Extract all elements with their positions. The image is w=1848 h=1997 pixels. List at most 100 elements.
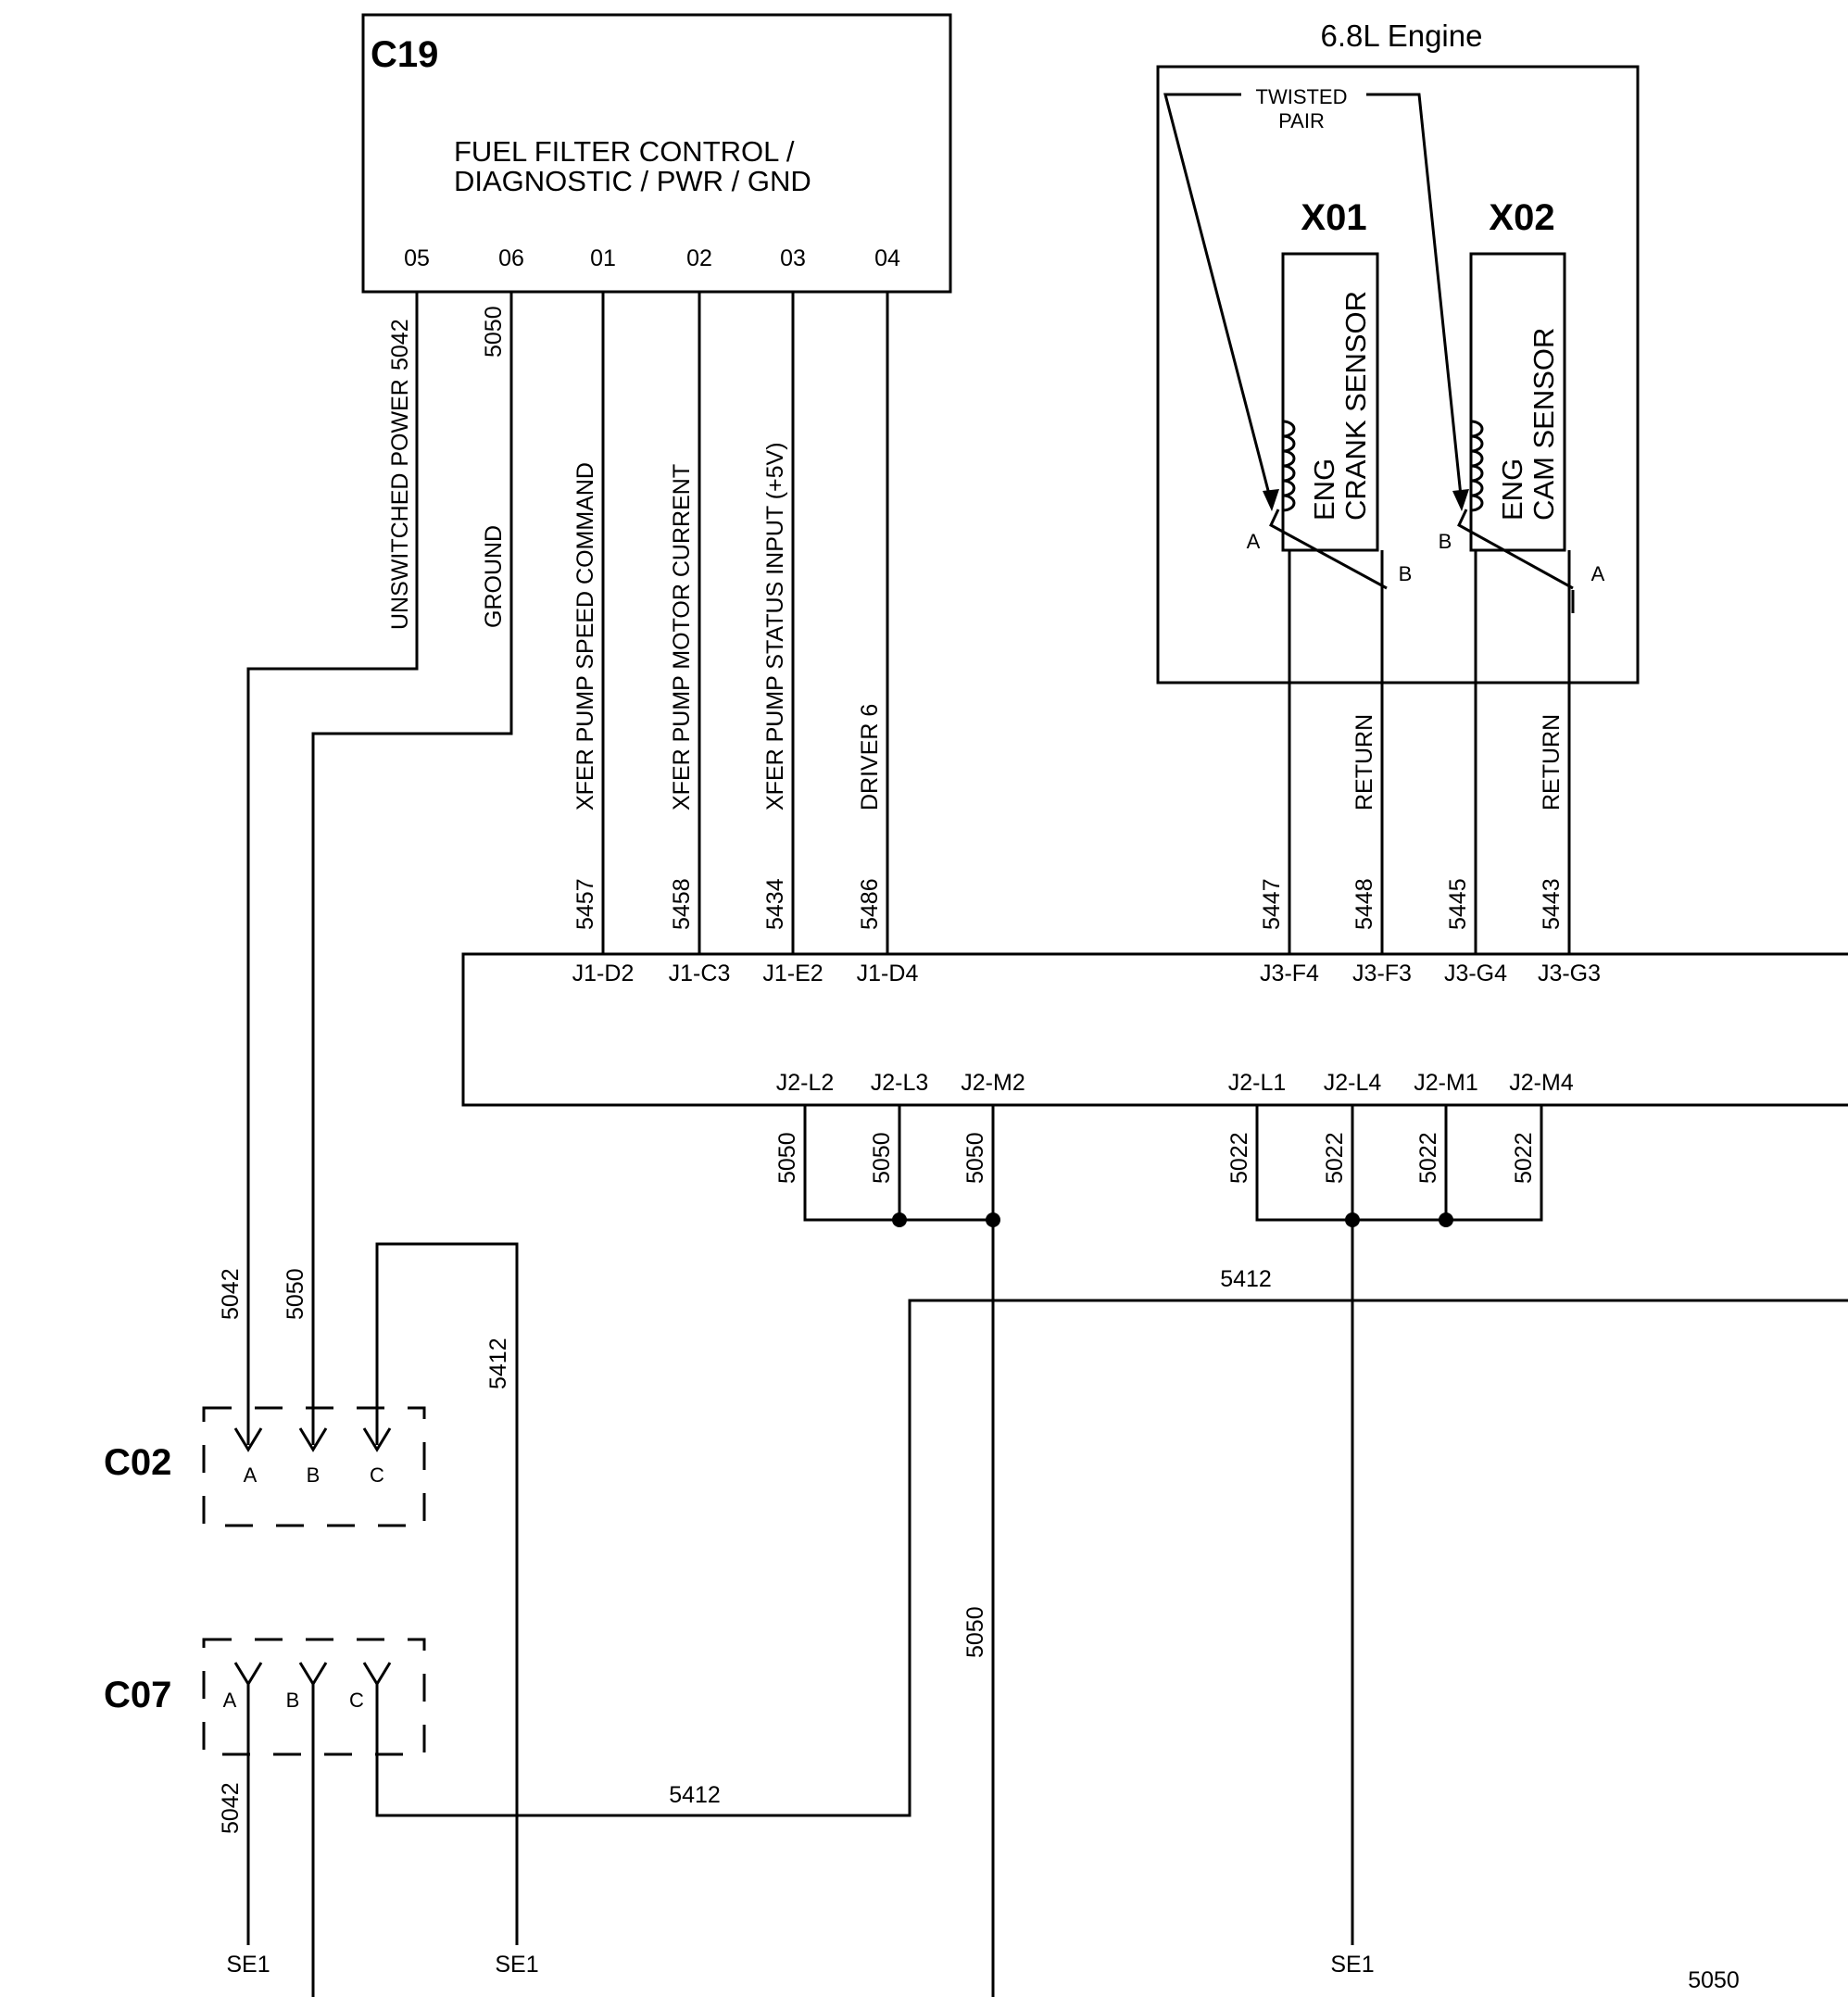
- splice-dot: [986, 1212, 1000, 1227]
- xfer-pump-motor-current-label: XFER PUMP MOTOR CURRENT: [669, 464, 695, 810]
- c19-pin-03: 03: [780, 245, 806, 271]
- c19-pin-06: 06: [498, 245, 524, 271]
- c02-pin-a-label: A: [244, 1463, 258, 1487]
- pin-j2-l4: J2-L4: [1324, 1070, 1382, 1096]
- c19-pin-01: 01: [590, 245, 616, 271]
- c07-pin-a-icon: [233, 1662, 263, 1754]
- circuit-label: 5042: [218, 1782, 244, 1834]
- pin-j1-c3: J1-C3: [669, 961, 731, 986]
- x02-term-b: B: [1439, 530, 1452, 553]
- circuit-5447-label: 5447: [1259, 878, 1285, 930]
- circuit-5486-label: 5486: [857, 878, 883, 930]
- pin-j2-m4: J2-M4: [1509, 1070, 1574, 1096]
- engine-box: [1156, 65, 1640, 685]
- circuit-label: 5022: [1415, 1132, 1441, 1184]
- c19-module-box: [361, 13, 952, 294]
- circuit-label: 5050: [869, 1132, 895, 1184]
- circuit-5042-label: 5042: [387, 319, 413, 371]
- pin-j3-f3: J3-F3: [1352, 961, 1412, 986]
- circuit-5448-label: 5448: [1351, 878, 1377, 930]
- circuit-5434-label: 5434: [762, 878, 788, 930]
- c07-pin-a-label: A: [223, 1689, 237, 1712]
- x02-coil-icon: [1470, 420, 1484, 512]
- circuit-label: 5412: [485, 1338, 511, 1389]
- wire-5412-c02-c: [375, 1242, 519, 1945]
- c19-id: C19: [371, 34, 438, 75]
- controller-body: [461, 952, 1848, 1107]
- pin-j2-m1: J2-M1: [1414, 1070, 1477, 1096]
- x01-crank-sensor: [1281, 252, 1379, 552]
- driver-6-label: DRIVER 6: [857, 704, 883, 810]
- x01-name-line1: ENG: [1308, 458, 1340, 521]
- x01-id: X01: [1301, 197, 1366, 238]
- se1-label: SE1: [1330, 1952, 1374, 1978]
- c19-title-line1: FUEL FILTER CONTROL /: [454, 135, 795, 168]
- circuit-5458-label: 5458: [669, 878, 695, 930]
- x02-name-line1: ENG: [1496, 458, 1528, 521]
- circuit-label: 5042: [218, 1268, 244, 1320]
- x02-cam-sensor: [1469, 252, 1566, 552]
- pin-j2-l2: J2-L2: [776, 1070, 835, 1096]
- x01-coil-icon: [1282, 420, 1296, 512]
- circuit-label: 5022: [1322, 1132, 1348, 1184]
- c02-pin-c-icon: [362, 1427, 392, 1452]
- circuit-label: 5050: [774, 1132, 800, 1184]
- circuit-5457-label: 5457: [572, 878, 598, 930]
- twisted-pair-arrow-left-icon: [1263, 489, 1279, 511]
- x02-return-label: RETURN: [1539, 714, 1565, 810]
- x02-id: X02: [1489, 197, 1554, 238]
- c02-pin-b-label: B: [307, 1463, 321, 1487]
- c07-pin-b-label: B: [286, 1689, 300, 1712]
- se1-label: SE1: [226, 1952, 270, 1978]
- circuit-5050-label: 5050: [481, 306, 507, 358]
- pin-j1-d4: J1-D4: [857, 961, 919, 986]
- circuit-5445-label: 5445: [1445, 878, 1471, 930]
- xfer-pump-speed-command-label: XFER PUMP SPEED COMMAND: [572, 462, 598, 810]
- x01-term-a: A: [1247, 530, 1261, 553]
- x02-name-line2: CAM SENSOR: [1527, 328, 1560, 521]
- c19-pin-02: 02: [686, 245, 712, 271]
- wire-5042-unswitched-power: [246, 292, 419, 1445]
- wire-5050-j2-l2: [803, 1105, 993, 1222]
- c07-pin-c-icon: [362, 1662, 392, 1754]
- splice-dot: [1439, 1212, 1453, 1227]
- pin-j1-e2: J1-E2: [762, 961, 823, 986]
- circuit-label: 5412: [1220, 1266, 1272, 1292]
- unswitched-power-label: UNSWITCHED POWER: [387, 379, 413, 630]
- c02-pin-b-icon: [298, 1427, 328, 1452]
- c07-id: C07: [104, 1675, 171, 1715]
- c19-pin-05: 05: [404, 245, 430, 271]
- circuit-label: 5050: [283, 1268, 308, 1320]
- twisted-pair-label-line1: TWISTED: [1256, 85, 1348, 108]
- c19-pin-04: 04: [874, 245, 900, 271]
- pin-j1-d2: J1-D2: [572, 961, 635, 986]
- x02-term-a: A: [1591, 562, 1605, 585]
- twisted-pair-label-line2: PAIR: [1278, 109, 1325, 132]
- wire-5412-mid-loop: [375, 1299, 1848, 1817]
- pin-j2-l3: J2-L3: [871, 1070, 929, 1096]
- c07-connector: [202, 1638, 426, 1756]
- engine-label: 6.8L Engine: [1321, 19, 1483, 53]
- c02-id: C02: [104, 1442, 171, 1483]
- x01-term-b: B: [1399, 562, 1413, 585]
- splice-dot: [892, 1212, 907, 1227]
- circuit-label: 5050: [962, 1132, 988, 1184]
- pin-j3-f4: J3-F4: [1260, 961, 1319, 986]
- se1-label: SE1: [495, 1952, 538, 1978]
- ground-label: GROUND: [481, 525, 507, 628]
- x01-twisted-pair-link: [1269, 509, 1388, 590]
- c07-pin-b-icon: [298, 1662, 328, 1754]
- c02-connector: [202, 1406, 426, 1527]
- splice-dot: [1345, 1212, 1360, 1227]
- twisted-pair-leader-left: [1163, 93, 1274, 506]
- bus-circuit-label: 5050: [1688, 1967, 1740, 1993]
- pin-j2-l1: J2-L1: [1228, 1070, 1287, 1096]
- wire-5022-group: [1255, 1105, 1543, 1222]
- twisted-pair-leader-right: [1366, 93, 1464, 506]
- c07-pin-c-label: C: [349, 1689, 364, 1712]
- wire-5050-ground: [311, 292, 513, 1445]
- circuit-label: 5022: [1511, 1132, 1537, 1184]
- x01-name-line2: CRANK SENSOR: [1339, 291, 1372, 521]
- c02-pin-c-label: C: [370, 1463, 384, 1487]
